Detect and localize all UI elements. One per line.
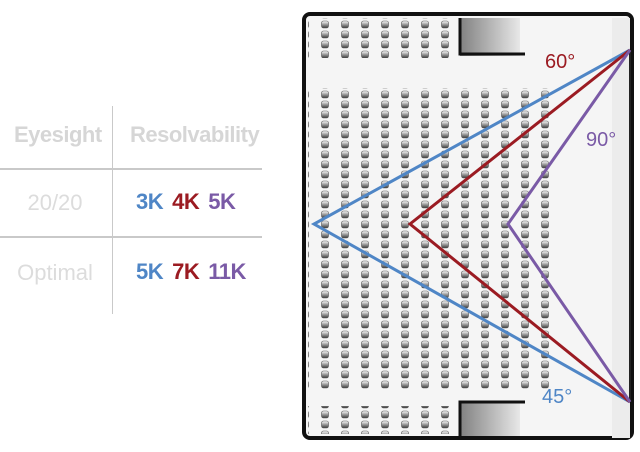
row-divider-1 [0,168,262,170]
value-3k: 3K [136,189,164,214]
angle-lines-90 [506,49,632,403]
header-resolvability: Resolvability [130,122,260,147]
value-5k-optimal: 5K [136,259,164,284]
value-5k: 5K [208,189,236,214]
resolvability-table: Eyesight Resolvability 20/20 3K 4K 5K Opti… [0,100,262,314]
angle-label-90: 90° [586,129,616,151]
angle-lines-45 [310,48,631,404]
angle-label-45: 45° [542,386,572,408]
column-divider [112,106,113,314]
angle-lines-60 [407,48,631,404]
lower-entrance-outline [458,400,525,436]
upper-entrance-outline [458,18,525,56]
value-4k: 4K [172,189,200,214]
value-11k: 11K [208,259,246,284]
angle-label-60: 60° [545,51,575,73]
upper-entrance-wall [460,18,520,56]
seats-main-block [308,88,558,390]
viewing-angle-diagram: 60° 90° 45° [302,12,634,440]
seats-top-block [308,18,458,58]
value-7k: 7K [172,259,200,284]
row-divider-2 [0,236,262,238]
lower-entrance-wall [460,402,520,436]
row-values-optimal: 5K 7K 11K [136,259,255,285]
row-values-2020: 3K 4K 5K [136,189,244,215]
screen-area [612,18,630,438]
seats-bottom-block [308,406,458,434]
header-eyesight: Eyesight [14,122,102,147]
row-eyesight-optimal: Optimal [17,260,93,285]
row-eyesight-2020: 20/20 [27,190,83,215]
